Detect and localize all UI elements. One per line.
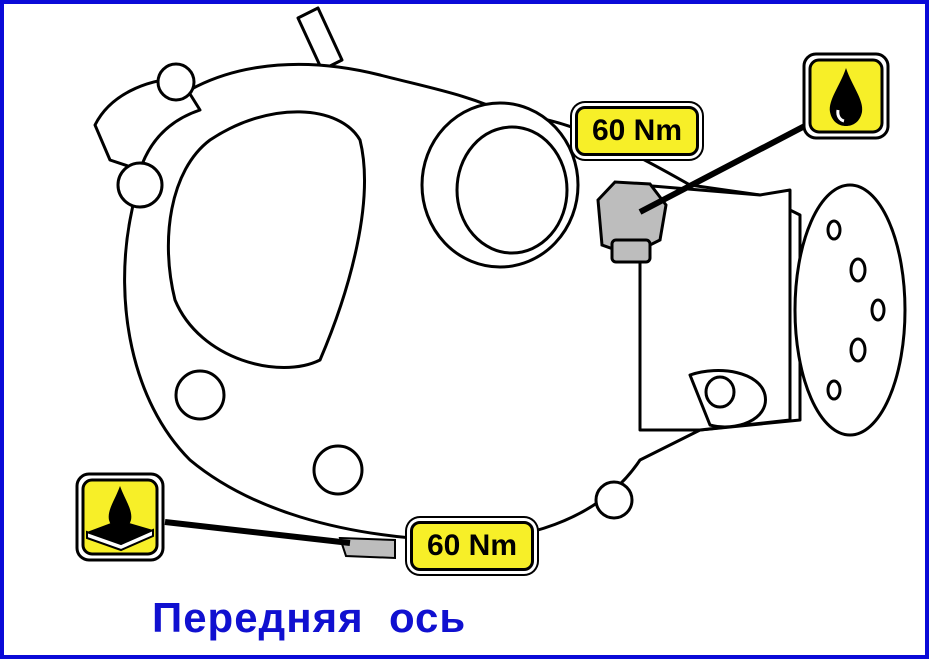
- input-port-inner: [455, 125, 569, 255]
- vent-pipe: [296, 6, 344, 72]
- output-flange: [793, 183, 907, 437]
- oil-drop-icon: [802, 52, 890, 140]
- torque-label-fill-plug: 60 Nm: [575, 106, 699, 156]
- bolt-top-left: [156, 62, 196, 102]
- output-tube: [638, 183, 792, 432]
- drain-plug: [338, 536, 396, 560]
- oil-drop-on-plate-icon: [75, 472, 165, 562]
- torque-label-drain-plug: 60 Nm: [410, 521, 534, 571]
- bolt-bottom-right: [594, 480, 634, 520]
- fill-plug: [596, 180, 668, 264]
- cover-outline: [166, 110, 366, 369]
- caption: Передняя ось: [152, 594, 467, 641]
